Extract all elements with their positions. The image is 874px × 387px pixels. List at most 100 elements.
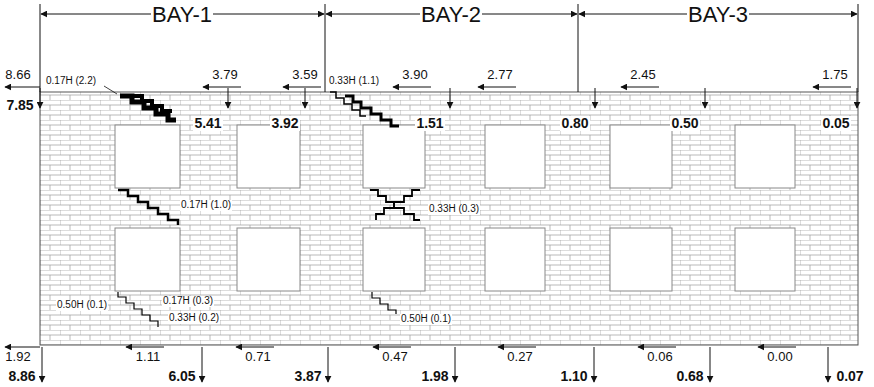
displacement-arrow xyxy=(328,347,329,382)
displacement-value: 0.07 xyxy=(835,369,864,384)
crack-label: 0.33H (1.1) xyxy=(328,76,380,87)
displacement-value: 1.92 xyxy=(4,350,31,364)
displacement-arrow xyxy=(393,87,431,88)
displacement-value: 2.45 xyxy=(629,68,656,82)
displacement-arrow xyxy=(283,87,321,88)
displacement-value: 1.51 xyxy=(415,116,444,131)
displacement-value: 0.05 xyxy=(821,116,850,131)
leader-line xyxy=(104,86,117,94)
displacement-value: 1.75 xyxy=(821,68,848,82)
crack-label: 0.17H (2.2) xyxy=(45,76,97,87)
displacement-arrow xyxy=(450,88,451,108)
displacement-arrow xyxy=(857,88,858,108)
displacement-value: 1.10 xyxy=(559,369,588,384)
displacement-arrow xyxy=(638,347,676,348)
window-opening xyxy=(115,125,180,188)
window-opening xyxy=(363,125,425,188)
crack-line xyxy=(118,292,158,327)
wall-openings xyxy=(115,125,795,291)
displacement-value: 1.98 xyxy=(420,369,449,384)
window-opening xyxy=(115,228,180,291)
displacement-arrow xyxy=(758,347,796,348)
displacement-value: 1.11 xyxy=(135,350,161,364)
displacement-value: 8.66 xyxy=(4,68,31,82)
crack-label: 0.17H (1.0) xyxy=(180,200,232,211)
bay-label: BAY-3 xyxy=(687,3,749,26)
crack-label: 0.50H (0.1) xyxy=(56,300,108,311)
crack-line xyxy=(132,96,172,111)
crack-line xyxy=(376,190,420,220)
displacement-arrow xyxy=(498,347,536,348)
displacement-arrow xyxy=(373,347,411,348)
crack-label: 0.33H (0.2) xyxy=(168,313,220,324)
displacement-arrow xyxy=(828,347,829,382)
leader-lines xyxy=(104,86,117,94)
displacement-value: 3.79 xyxy=(211,68,238,82)
crack-label: 0.50H (0.1) xyxy=(400,314,452,325)
window-opening xyxy=(735,228,795,291)
bay-tick xyxy=(578,4,579,92)
displacement-arrow xyxy=(621,87,659,88)
displacement-value: 0.80 xyxy=(560,116,589,131)
displacement-arrow xyxy=(305,88,306,108)
displacement-value: 3.92 xyxy=(270,116,299,131)
displacement-arrow xyxy=(455,347,456,382)
window-opening xyxy=(485,228,545,291)
displacement-arrow xyxy=(705,88,706,108)
window-opening xyxy=(610,228,672,291)
crack-line xyxy=(370,190,420,220)
displacement-arrow xyxy=(5,87,40,88)
window-opening xyxy=(363,228,425,291)
displacement-arrow xyxy=(202,347,203,382)
displacement-value: 0.00 xyxy=(766,350,793,364)
window-opening xyxy=(610,125,672,188)
displacement-arrow xyxy=(40,88,41,108)
displacement-arrow xyxy=(710,347,711,382)
displacement-arrow xyxy=(236,347,274,348)
crack-label: 0.17H (0.3) xyxy=(162,296,214,307)
crack-line xyxy=(120,96,176,120)
crack-label: 0.33H (0.3) xyxy=(428,204,480,215)
crack-pattern xyxy=(118,92,420,327)
displacement-value: 0.47 xyxy=(381,350,408,364)
displacement-value: 6.05 xyxy=(167,369,196,384)
bay-tick xyxy=(858,4,859,92)
displacement-value: 0.06 xyxy=(646,350,673,364)
displacement-arrow xyxy=(595,88,596,108)
bay-tick xyxy=(40,4,41,92)
displacement-value: 0.27 xyxy=(506,350,533,364)
displacement-value: 7.85 xyxy=(5,98,34,113)
displacement-value: 5.41 xyxy=(193,116,222,131)
displacement-value: 2.77 xyxy=(486,68,513,82)
bay-label: BAY-1 xyxy=(151,3,213,26)
displacement-value: 3.87 xyxy=(293,369,322,384)
window-opening xyxy=(237,125,300,188)
bay-label: BAY-2 xyxy=(420,3,482,26)
displacement-arrow xyxy=(594,347,595,382)
displacement-value: 3.90 xyxy=(401,68,428,82)
masonry-wall xyxy=(40,92,858,345)
bay-tick xyxy=(325,4,326,92)
displacement-value: 8.86 xyxy=(7,369,36,384)
displacement-arrow xyxy=(228,88,229,108)
window-opening xyxy=(735,125,795,188)
displacement-arrow xyxy=(813,87,851,88)
crack-line xyxy=(372,292,396,314)
displacement-arrow xyxy=(5,347,40,348)
displacement-arrow xyxy=(478,87,516,88)
displacement-value: 0.50 xyxy=(670,116,699,131)
displacement-value: 3.59 xyxy=(291,68,318,82)
displacement-value: 0.71 xyxy=(244,350,271,364)
window-opening xyxy=(237,228,300,291)
displacement-arrow xyxy=(42,347,43,382)
bay-dimensions xyxy=(40,4,858,92)
crack-line xyxy=(118,190,178,225)
displacement-value: 0.68 xyxy=(675,369,704,384)
displacement-arrow xyxy=(126,347,164,348)
window-opening xyxy=(485,125,545,188)
displacement-arrow xyxy=(203,87,241,88)
crack-line xyxy=(345,96,399,126)
